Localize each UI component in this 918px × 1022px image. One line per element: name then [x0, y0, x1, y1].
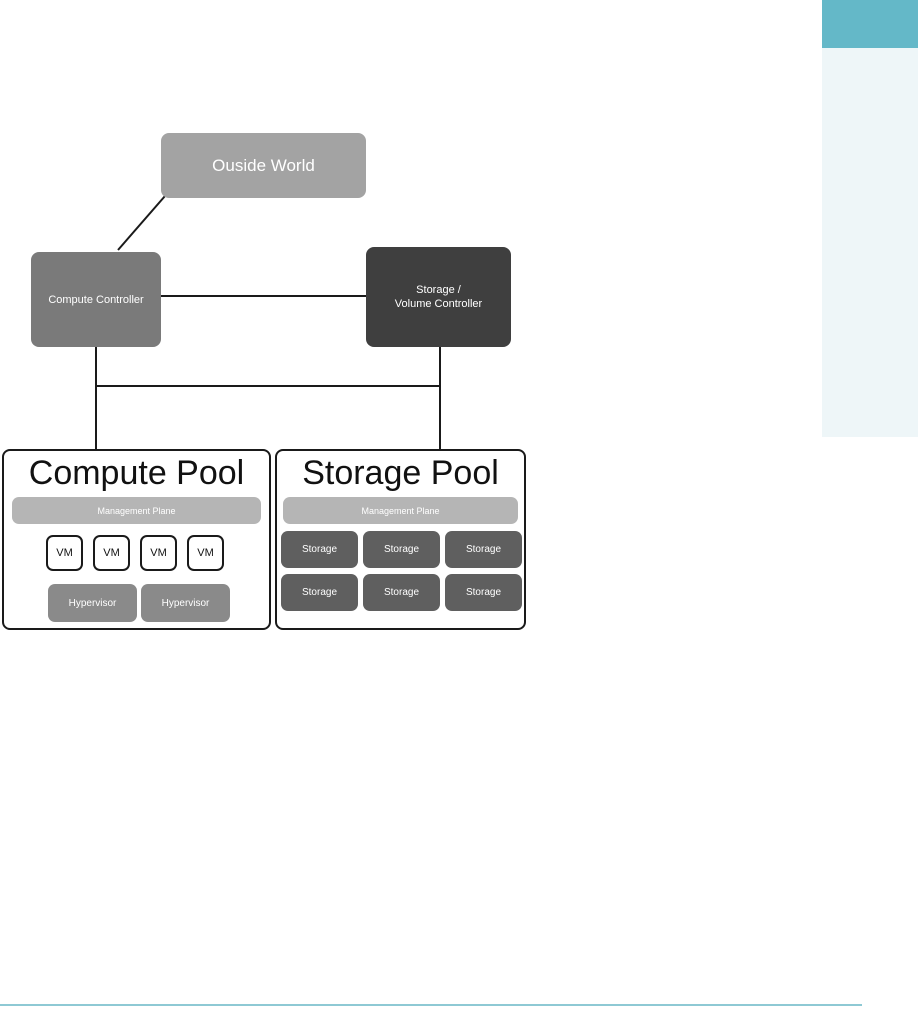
outside-world-node: Ouside World — [161, 133, 366, 198]
storage-unit: Storage — [281, 531, 358, 568]
hypervisor-box: Hypervisor — [48, 584, 137, 622]
storage-pool: Storage Pool Management Plane Storage St… — [275, 449, 526, 630]
storage-pool-title: Storage Pool — [302, 454, 499, 492]
vm-box: VM — [93, 535, 130, 571]
compute-pool: Compute Pool Management Plane VM VM VM V… — [2, 449, 271, 630]
storage-unit: Storage — [281, 574, 358, 611]
storage-unit: Storage — [363, 574, 440, 611]
compute-controller-label: Compute Controller — [48, 293, 144, 306]
compute-management-plane: Management Plane — [12, 497, 261, 524]
outside-world-label: Ouside World — [212, 155, 315, 175]
storage-controller-label: Storage / Volume Controller — [394, 284, 483, 310]
storage-management-plane: Management Plane — [283, 497, 518, 524]
compute-controller-node: Compute Controller — [31, 252, 161, 347]
link-outside-compute-controller — [117, 195, 166, 251]
compute-pool-title: Compute Pool — [28, 454, 245, 492]
side-tab — [822, 0, 918, 48]
vm-box: VM — [140, 535, 177, 571]
hypervisor-box: Hypervisor — [141, 584, 230, 622]
vm-box: VM — [187, 535, 224, 571]
storage-unit: Storage — [363, 531, 440, 568]
storage-unit: Storage — [445, 531, 522, 568]
storage-unit: Storage — [445, 574, 522, 611]
storage-controller-node: Storage / Volume Controller — [366, 247, 511, 347]
vm-box: VM — [46, 535, 83, 571]
footer-rule — [0, 1004, 862, 1006]
side-panel — [822, 48, 918, 437]
